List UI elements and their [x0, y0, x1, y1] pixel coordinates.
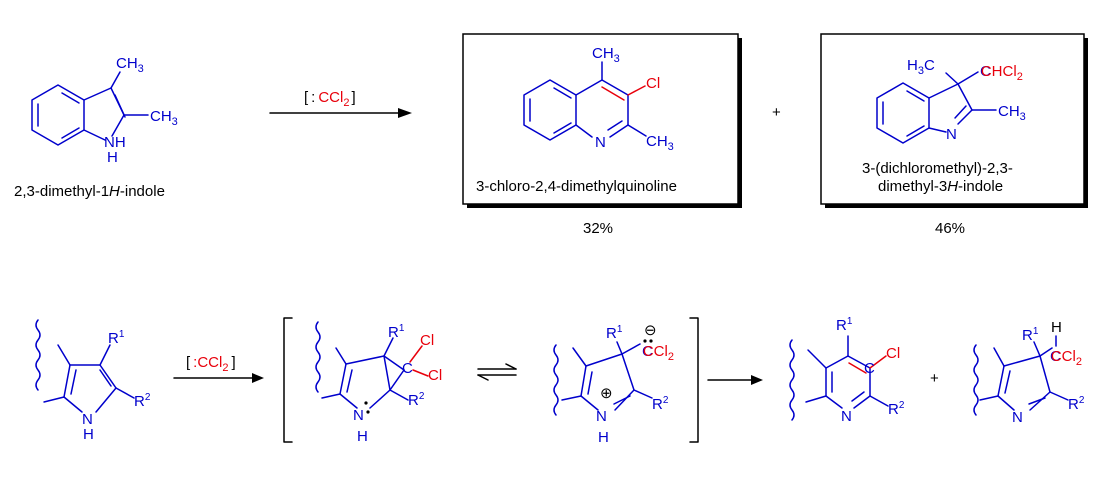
- svg-text:R1: R1: [606, 324, 623, 342]
- pyrrolenine-r2: R: [1068, 396, 1079, 413]
- product1-chlorine: Cl: [646, 75, 660, 92]
- bottom-reagent: [:CCl2]: [186, 354, 236, 374]
- minus-charge-icon: ⊖: [644, 322, 657, 339]
- svg-text:R1: R1: [1022, 326, 1039, 344]
- product-3h-pyrrole: R1 H CCCl2 N R2: [973, 319, 1085, 426]
- svg-text:R1: R1: [836, 316, 853, 334]
- pyridine-carbon: C: [864, 360, 875, 377]
- svg-text:CH3: CH3: [150, 108, 178, 128]
- product1-yield: 32%: [583, 220, 613, 237]
- svg-text:CCHCl2: CCHCl2: [980, 63, 1023, 83]
- pyrrole-r1: R: [108, 330, 119, 347]
- intermediate-cl-1: Cl: [420, 332, 434, 349]
- top-arrow-head: [398, 108, 412, 118]
- intermediate-carbon: C: [402, 360, 413, 377]
- svg-text:R2: R2: [888, 400, 905, 418]
- pyrrolenine-n: N: [1012, 409, 1023, 426]
- product1-methyl-4: CH: [592, 45, 614, 62]
- bottom-plus-sign: +: [930, 370, 939, 387]
- top-reagent: [:CCl2]: [304, 89, 356, 109]
- pyridine-chlorine: Cl: [886, 345, 900, 362]
- product2-chcl2: C: [980, 63, 991, 80]
- product2-nitrogen: N: [946, 126, 957, 143]
- product1-methyl-2: CH: [646, 133, 668, 150]
- pyrrolenine-ccl2: C: [1050, 348, 1061, 365]
- svg-text:CCCl2: CCCl2: [642, 343, 674, 363]
- product2-box: [820, 33, 1085, 205]
- top-plus-sign: +: [772, 104, 781, 121]
- zwitterion-r2: R: [652, 396, 663, 413]
- svg-text:R1: R1: [108, 329, 125, 347]
- product2-label-line1: 3-(dichloromethyl)-2,3-: [862, 160, 1013, 177]
- svg-text:R2: R2: [134, 392, 151, 410]
- wavy-bond-icon: [315, 321, 321, 393]
- wavy-bond-icon: [973, 344, 979, 416]
- radical-dot: [364, 401, 368, 405]
- zwitterion-r1: R: [606, 325, 617, 342]
- plus-charge-icon: ⊕: [600, 385, 613, 402]
- equilibrium-arrows: [477, 363, 517, 381]
- zwitterion-carbanion: C: [642, 343, 653, 360]
- intermediate-r1: R: [388, 324, 399, 341]
- product1-box: [462, 33, 739, 205]
- bracket-right: [689, 317, 699, 443]
- mechanism-pyrrole: R1 R2 N H: [35, 319, 151, 443]
- pyridine-n: N: [841, 408, 852, 425]
- intermediate-cl-2: Cl: [428, 367, 442, 384]
- zwitterion-n: N: [596, 408, 607, 425]
- indole-benzene-ring: [31, 84, 85, 146]
- bracket-left: [283, 317, 293, 443]
- zwitterion-intermediate: R1 CCCl2 ⊖ ⊕ R2 N H: [553, 322, 674, 446]
- cyclopropane-intermediate: R1 C Cl Cl R2 N H: [315, 321, 442, 445]
- zwitterion-h: H: [598, 429, 609, 446]
- svg-text:H3C: H3C: [907, 57, 935, 77]
- product2-yield: 46%: [935, 220, 965, 237]
- reactant-nh: NH: [104, 134, 126, 151]
- pyrrole-r2: R: [134, 393, 145, 410]
- pyrrolenine-r1: R: [1022, 327, 1033, 344]
- svg-text:CH3: CH3: [998, 103, 1026, 123]
- wavy-bond-icon: [789, 339, 795, 421]
- wavy-bond-icon: [553, 344, 559, 416]
- svg-text:R2: R2: [1068, 395, 1085, 413]
- product2-methyl-2: CH: [998, 103, 1020, 120]
- svg-text:CH3: CH3: [116, 55, 144, 75]
- pyrrole-h: H: [83, 426, 94, 443]
- reactant-label: 2,3-dimethyl-1H-indole: [14, 183, 165, 200]
- pyridine-r2: R: [888, 401, 899, 418]
- svg-text:R1: R1: [388, 323, 405, 341]
- product1-quinoline: CH3 Cl N CH3: [523, 45, 674, 153]
- svg-text:CH3: CH3: [592, 45, 620, 65]
- wavy-bond-icon: [35, 319, 41, 391]
- pyridine-r1: R: [836, 317, 847, 334]
- product2-3h-indole: H3C CCHCl2 CH3 N: [876, 57, 1026, 144]
- product-chloropyridine: R1 C Cl N R2: [789, 316, 905, 425]
- intermediate-r2: R: [408, 392, 419, 409]
- intermediate-h: H: [357, 428, 368, 445]
- svg-text:CCCl2: CCCl2: [1050, 348, 1082, 368]
- reactant-indole: CH3 CH3 NH H: [31, 55, 178, 166]
- svg-text:CH3: CH3: [646, 133, 674, 153]
- pyrrolenine-h: H: [1051, 319, 1062, 336]
- svg-text:R2: R2: [652, 395, 669, 413]
- intermediate-n: N: [353, 407, 364, 424]
- reactant-methyl-3: CH: [116, 55, 138, 72]
- product2-h3c: H: [907, 57, 918, 74]
- pyrrole-n: N: [82, 411, 93, 428]
- reactant-methyl-2: CH: [150, 108, 172, 125]
- svg-text:R2: R2: [408, 391, 425, 409]
- product2-label-line2: dimethyl-3H-indole: [878, 178, 1003, 195]
- reactant-h: H: [107, 149, 118, 166]
- product1-nitrogen: N: [595, 134, 606, 151]
- product1-label: 3-chloro-2,4-dimethylquinoline: [476, 178, 677, 195]
